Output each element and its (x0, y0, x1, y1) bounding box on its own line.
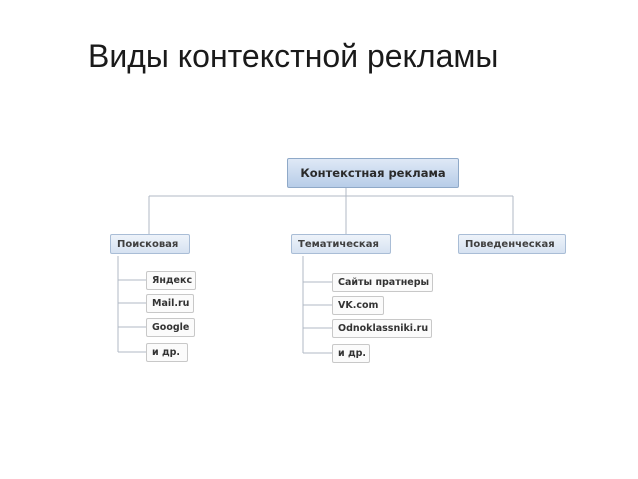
category-search: Поисковая (110, 234, 190, 254)
leaf-other-1: и др. (146, 343, 188, 362)
slide-title: Виды контекстной рекламы (88, 38, 499, 74)
category-behavioral: Поведенческая (458, 234, 566, 254)
leaf-mailru: Mail.ru (146, 294, 194, 313)
leaf-partner-sites: Сайты пратнеры (332, 273, 433, 292)
leaf-other-2: и др. (332, 344, 370, 363)
root-node: Контекстная реклама (287, 158, 459, 188)
leaf-vk: VK.com (332, 296, 384, 315)
leaf-yandex: Яндекс (146, 271, 196, 290)
leaf-odnoklassniki: Odnoklassniki.ru (332, 319, 432, 338)
category-thematic: Тематическая (291, 234, 391, 254)
leaf-google: Google (146, 318, 195, 337)
